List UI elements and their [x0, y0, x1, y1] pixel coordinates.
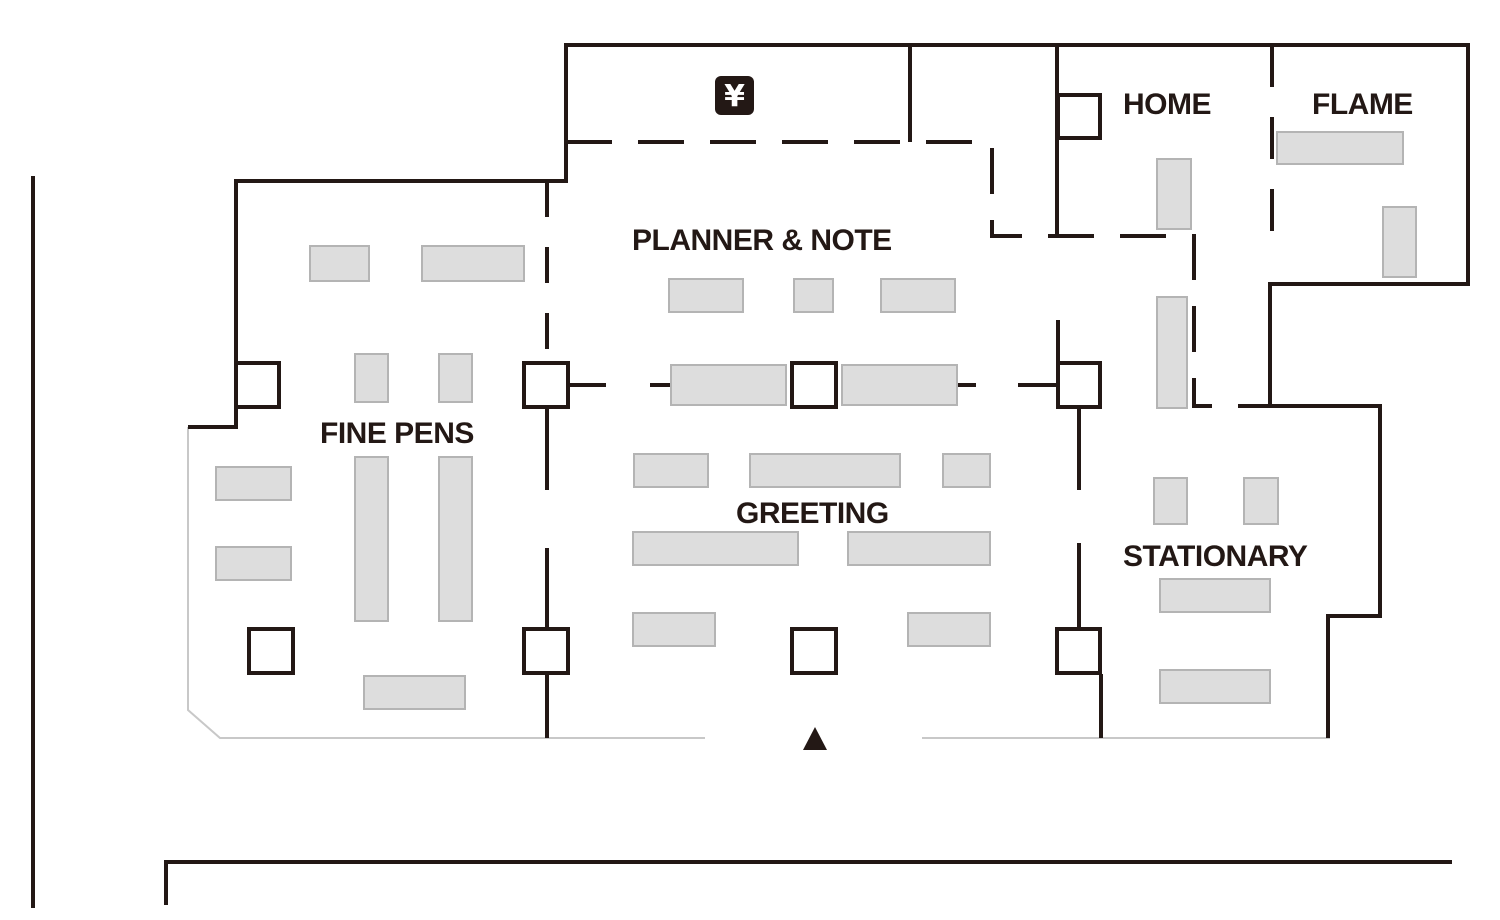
floor-outline-left: [187, 427, 705, 739]
pillar: [790, 627, 838, 675]
shelf: [942, 453, 991, 488]
shelf: [841, 364, 958, 406]
area-label-stationary: STATIONARY: [1123, 540, 1308, 573]
shelf: [1159, 578, 1271, 613]
area-label-home: HOME: [1123, 88, 1211, 121]
shelf: [215, 546, 292, 581]
shelf: [880, 278, 956, 313]
area-label-greeting: GREETING: [736, 497, 889, 530]
shelf: [668, 278, 744, 313]
shelf: [438, 353, 473, 403]
shelf: [421, 245, 525, 282]
pillar: [1056, 93, 1102, 140]
shelf: [632, 531, 799, 566]
shelf: [1243, 477, 1279, 525]
register-dashed-wall: [566, 140, 1270, 408]
shelf: [847, 531, 991, 566]
yen-register-icon: ¥: [715, 76, 754, 115]
shelf: [749, 453, 901, 488]
shelf: [309, 245, 370, 282]
shelf: [438, 456, 473, 622]
shelf: [1156, 158, 1192, 230]
shelf: [633, 453, 709, 488]
entrance-arrow-icon: [803, 727, 827, 750]
pillar: [247, 627, 295, 675]
shelf: [215, 466, 292, 501]
area-label-planner-note: PLANNER & NOTE: [632, 224, 892, 257]
shelf: [1382, 206, 1417, 278]
outer-wall-main: [188, 43, 1470, 738]
pillar: [522, 627, 570, 675]
shelf: [1156, 296, 1188, 409]
street-line-bottom: [164, 860, 1452, 905]
shelf: [1276, 131, 1404, 165]
shelf: [1153, 477, 1188, 525]
shelf: [1159, 669, 1271, 704]
pillar: [1055, 627, 1102, 675]
pillar: [790, 361, 838, 409]
shelf: [354, 456, 389, 622]
pillar: [234, 361, 281, 409]
pillar: [522, 361, 570, 409]
shelf: [632, 612, 716, 647]
shelf: [354, 353, 389, 403]
shelf: [907, 612, 991, 647]
shelf: [793, 278, 834, 313]
shelf: [363, 675, 466, 710]
yen-glyph: ¥: [724, 79, 745, 114]
pillar: [1056, 361, 1102, 409]
shelf: [670, 364, 787, 406]
area-label-flame: FLAME: [1312, 88, 1413, 121]
area-label-fine-pens: FINE PENS: [320, 417, 474, 450]
